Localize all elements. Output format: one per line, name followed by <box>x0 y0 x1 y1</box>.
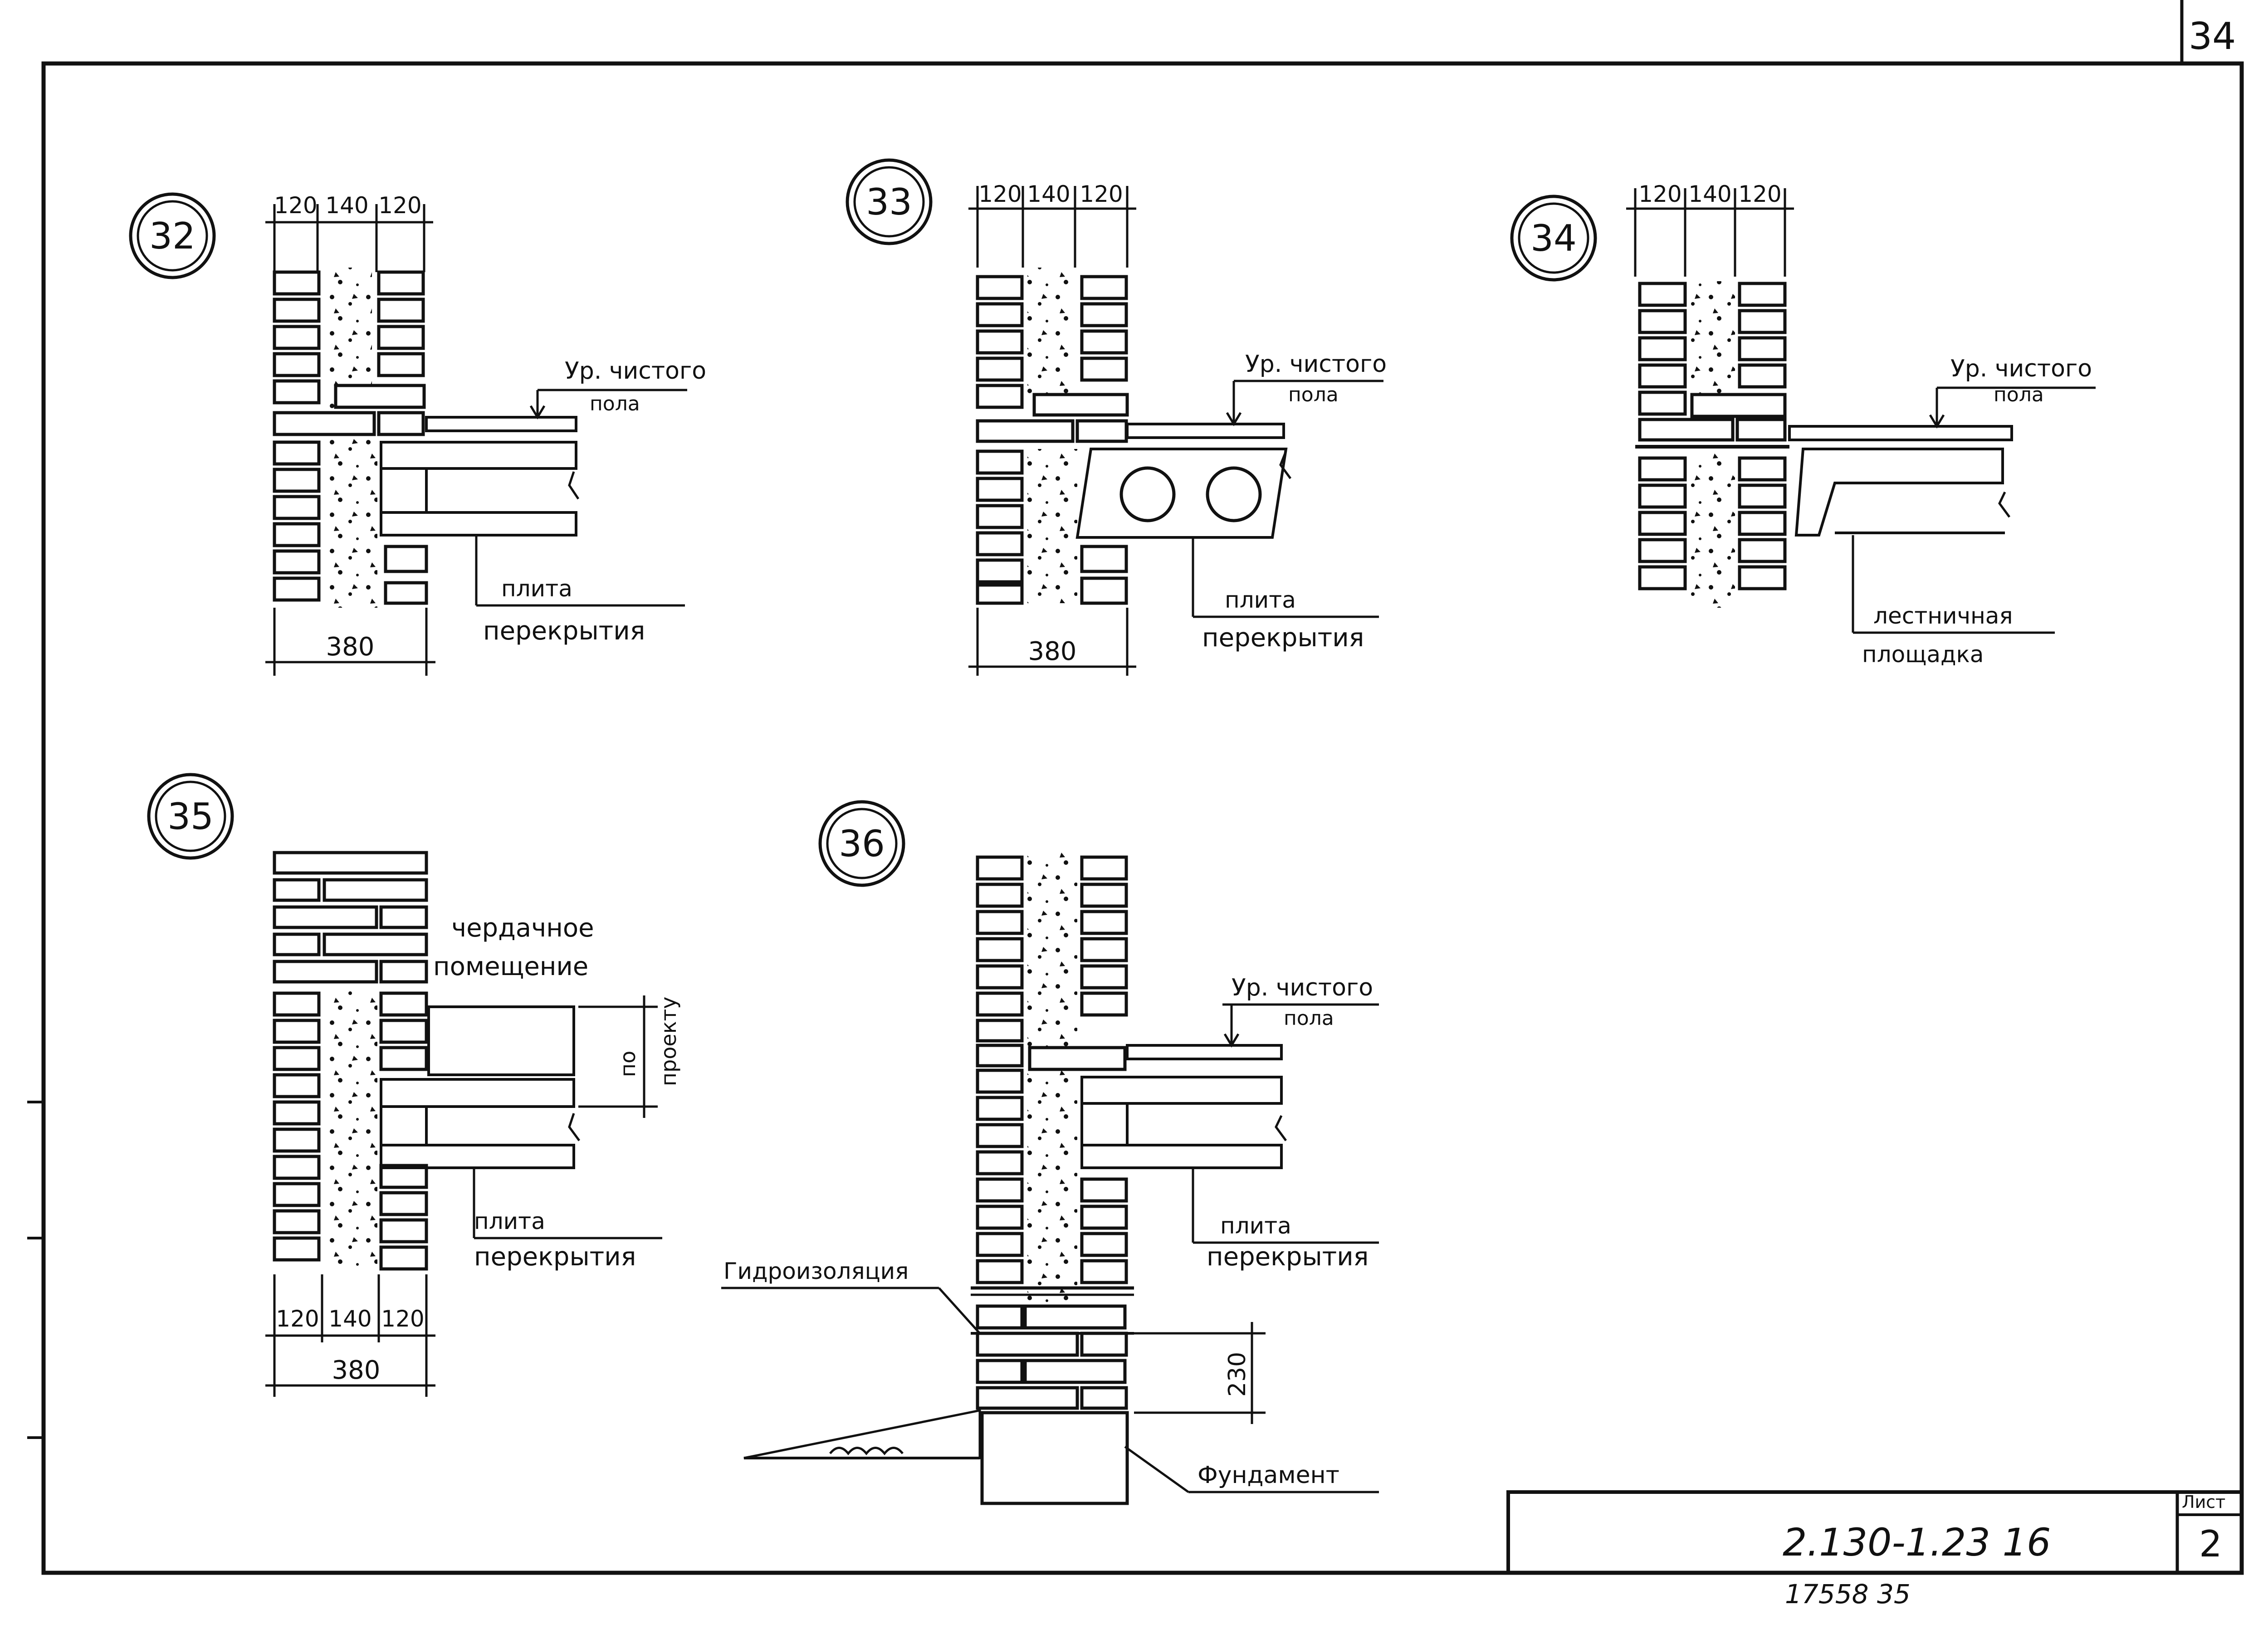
detail-32: 32 120 140 120 <box>129 192 706 676</box>
detail-36-slab-2: перекрытия <box>1207 1242 1369 1272</box>
detail-34-number: 34 <box>1530 217 1577 259</box>
detail-35-number: 35 <box>167 795 214 838</box>
detail-35: 35 <box>147 773 681 1397</box>
detail-33-slab-1: плита <box>1225 587 1296 613</box>
sheet-label: Лист <box>2182 1492 2225 1512</box>
detail-36-masonry <box>976 855 1128 1410</box>
detail-36-level-2: пола <box>1284 1007 1334 1030</box>
detail-34-masonry <box>1638 282 1787 590</box>
detail-32-level-1: Ур. чистого <box>565 357 706 385</box>
sheet-number: 2 <box>2199 1523 2222 1565</box>
detail-36-level-1: Ур. чистого <box>1232 974 1373 1001</box>
doc-code: 2.130-1.23 16 <box>1783 1520 2051 1565</box>
corner-number: 34 <box>2189 15 2236 58</box>
detail-35-slab-1: плита <box>474 1208 545 1234</box>
detail-35-dim-total: 380 <box>332 1356 381 1385</box>
detail-35-proj-1: по <box>616 1051 640 1077</box>
detail-35-attic-2: помещение <box>433 952 588 981</box>
detail-32-dim-b: 140 <box>325 192 368 219</box>
detail-36-slab-1: плита <box>1220 1213 1291 1239</box>
detail-36: 36 <box>721 800 1379 1505</box>
detail-33-dim-total: 380 <box>1028 637 1077 666</box>
sheet-frame: 34 <box>27 0 2244 1575</box>
detail-35-dim-c: 120 <box>381 1306 424 1332</box>
detail-35-slab-2: перекрытия <box>474 1242 636 1272</box>
detail-33-dim-a: 120 <box>978 181 1022 207</box>
detail-34-dim-c: 120 <box>1738 181 1781 207</box>
detail-33-slab-2: перекрытия <box>1202 623 1364 653</box>
stamp-number: 17558 35 <box>1785 1579 1911 1610</box>
detail-36-foundation: Фундамент <box>1198 1462 1339 1489</box>
detail-32-masonry <box>273 270 428 605</box>
detail-32-dim-total: 380 <box>326 632 375 662</box>
detail-34-landing-2: площадка <box>1862 641 1984 668</box>
detail-34-dim-b: 140 <box>1688 181 1731 207</box>
detail-33: 33 120 140 120 <box>846 158 1387 676</box>
detail-35-dim-a: 120 <box>276 1306 319 1332</box>
detail-33-dim-c: 120 <box>1080 181 1123 207</box>
detail-34-landing-1: лестничная <box>1873 603 2013 629</box>
detail-35-dim-b: 140 <box>328 1306 371 1332</box>
detail-32-dim-a: 120 <box>274 192 317 219</box>
detail-32-slab-2: перекрытия <box>483 616 645 646</box>
detail-32-slab-1: плита <box>501 576 572 602</box>
detail-36-number: 36 <box>839 823 885 865</box>
detail-32-dim-c: 120 <box>378 192 421 219</box>
detail-34-level-2: пола <box>1994 383 2044 406</box>
detail-36-dim-height: 230 <box>1224 1352 1251 1397</box>
detail-34-dim-a: 120 <box>1638 181 1681 207</box>
detail-32-level-2: пола <box>590 392 640 415</box>
detail-32-number: 32 <box>149 215 196 257</box>
title-block: Лист 2 2.130-1.23 16 17558 35 <box>1506 1490 2244 1610</box>
detail-35-attic-1: чердачное <box>451 913 594 943</box>
detail-34: 34 120 140 120 <box>1510 181 2096 668</box>
detail-34-level-1: Ур. чистого <box>1950 355 2092 382</box>
detail-36-waterproof: Гидроизоляция <box>723 1258 909 1284</box>
detail-33-dim-b: 140 <box>1027 181 1070 207</box>
detail-33-number: 33 <box>866 181 912 223</box>
detail-35-proj-2: проекту <box>656 996 681 1086</box>
detail-35-masonry <box>273 851 428 1271</box>
detail-33-level-1: Ур. чистого <box>1245 351 1387 378</box>
detail-33-masonry <box>976 275 1129 605</box>
detail-33-level-2: пола <box>1288 383 1339 406</box>
